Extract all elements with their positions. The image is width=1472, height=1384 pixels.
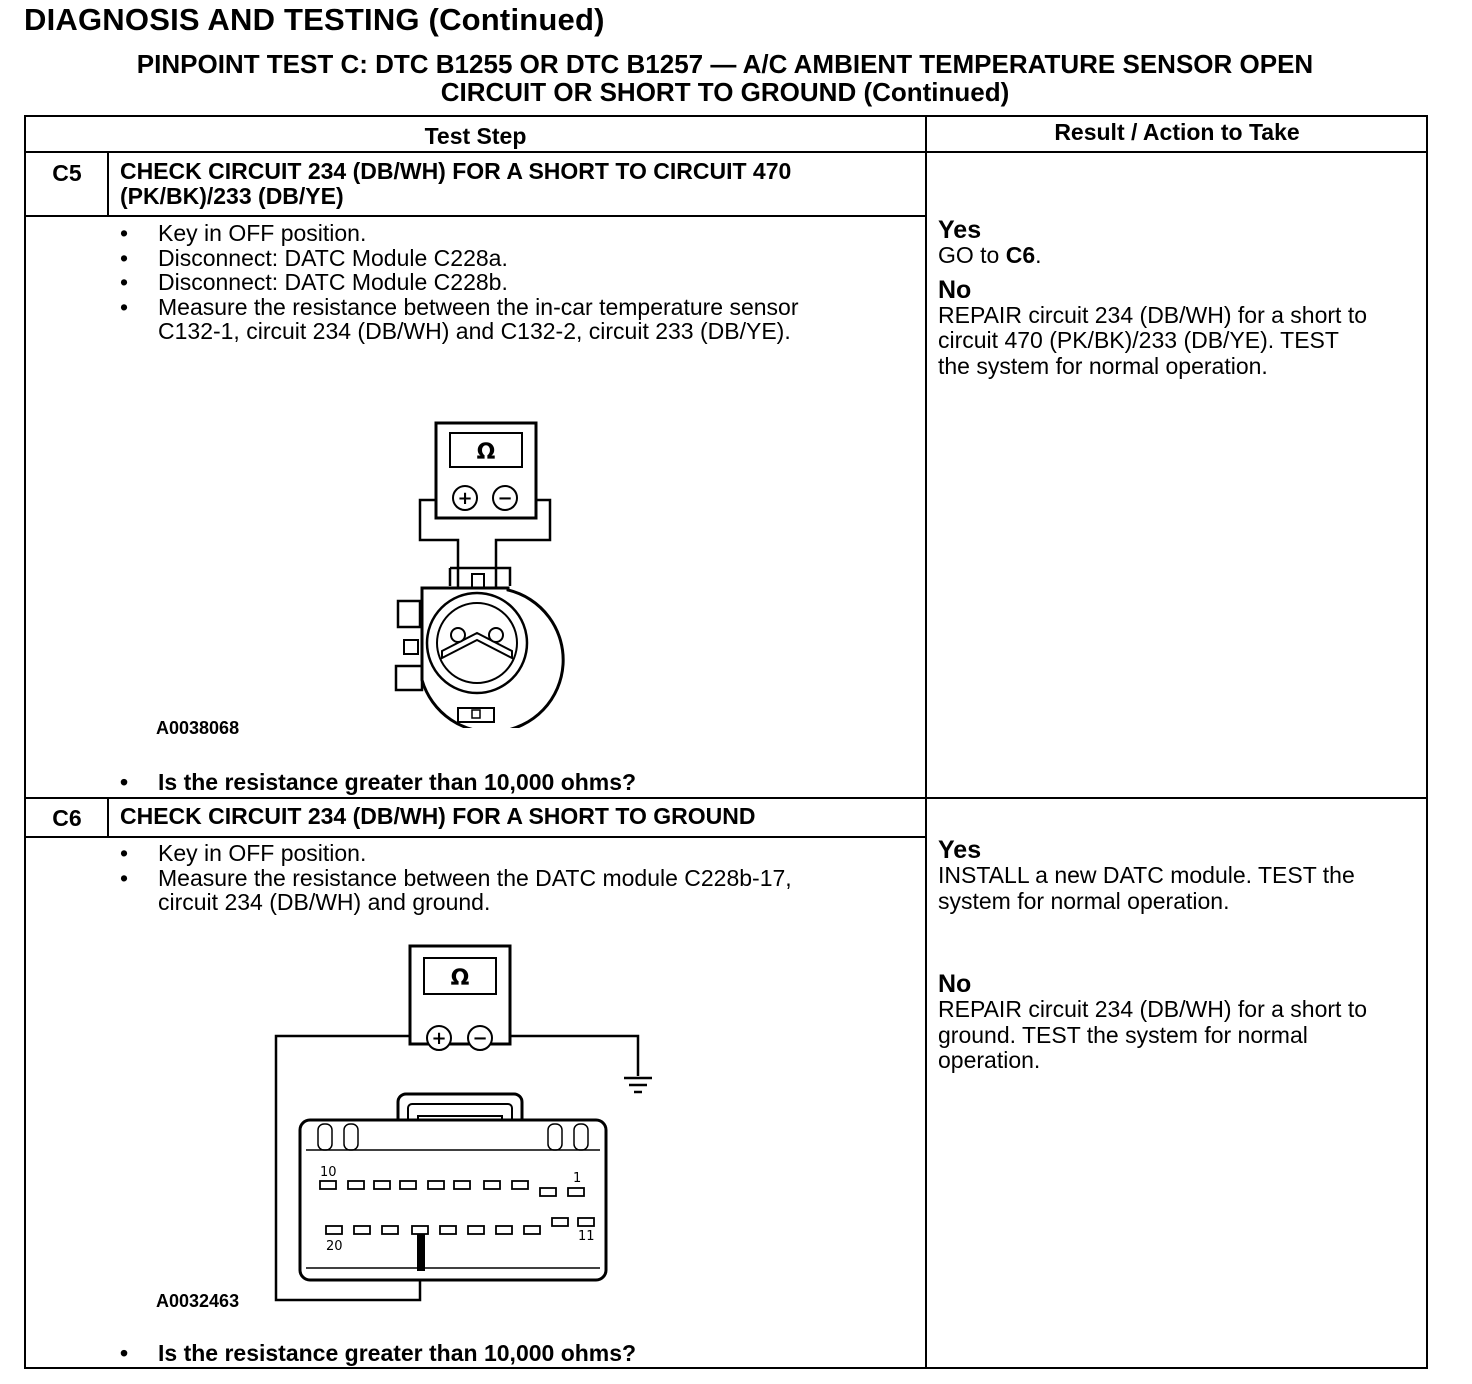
col-header-test-step: Test Step [424, 123, 527, 149]
c6-figure-id: A0032463 [156, 1291, 240, 1311]
probe-tip [417, 1234, 425, 1271]
plus-symbol: + [431, 1028, 446, 1049]
c5-bullet-3: Disconnect: DATC Module C228b. [120, 270, 910, 295]
c5-bullet-4-cont: C132-1, circuit 234 (DB/WH) and C132-2, … [158, 318, 791, 344]
pin-row-bottom [325, 1217, 595, 1235]
header-rule [24, 151, 1428, 153]
c6-question: Is the resistance greater than 10,000 oh… [120, 1340, 636, 1367]
c6-no-line-3: operation. [938, 1047, 1041, 1073]
c6-yes-line-1: INSTALL a new DATC module. TEST the [938, 862, 1355, 888]
c6-bullet-1: Key in OFF position. [120, 841, 910, 866]
pinpoint-test-table [24, 115, 1428, 1369]
c5-yes-action: GO to C6. [938, 242, 1428, 269]
datc-connector-body [298, 1118, 608, 1282]
sensor-face [425, 591, 529, 695]
step-id-c5: C5 [52, 160, 82, 186]
pin-label-20: 20 [326, 1239, 343, 1254]
pinpoint-title-line-2: CIRCUIT OR SHORT TO GROUND (Continued) [440, 77, 1010, 107]
c5-sensor-diagram: Ω + − [380, 418, 570, 728]
c5-title-rule [24, 215, 926, 217]
connector-lock-tab [471, 709, 481, 719]
minus-symbol: − [472, 1028, 487, 1049]
ohm-symbol: Ω [451, 966, 470, 991]
step-title-c5-line-1: CHECK CIRCUIT 234 (DB/WH) FOR A SHORT TO… [120, 158, 792, 184]
ground-icon [624, 1076, 652, 1094]
c6-yes-label: Yes [938, 836, 982, 864]
c5-no-line-1: REPAIR circuit 234 (DB/WH) for a short t… [938, 301, 1368, 328]
c6-title-rule [24, 836, 926, 838]
column-divider [925, 115, 927, 1369]
connector-slots [317, 1123, 589, 1151]
connector-latch [448, 566, 512, 586]
pin-label-1: 1 [573, 1171, 581, 1186]
c5-yes-label: Yes [938, 216, 982, 244]
c6-yes-line-2: system for normal operation. [938, 887, 1230, 914]
c5-no-line-3: the system for normal operation. [938, 352, 1268, 379]
sensor-inner [436, 602, 518, 684]
c5-yes-target: C6 [1005, 242, 1036, 268]
c5-yes-suffix: . [1035, 242, 1042, 268]
ohm-symbol: Ω [477, 440, 496, 465]
plus-symbol: + [457, 488, 472, 509]
minus-symbol: − [497, 488, 512, 509]
c6-module-diagram: Ω + − [268, 940, 658, 1310]
c6-bullet-2-cont: circuit 234 (DB/WH) and ground. [158, 889, 491, 915]
sensor-housing [420, 586, 565, 728]
c6-no-line-2: ground. TEST the system for normal [938, 1021, 1308, 1048]
c5-figure-id: A0038068 [156, 718, 240, 738]
step-title-c6: CHECK CIRCUIT 234 (DB/WH) FOR A SHORT TO… [120, 803, 756, 829]
lead-minus [510, 1034, 640, 1076]
c5-bullet-1: Key in OFF position. [120, 221, 910, 246]
c5-yes-prefix: GO to [938, 242, 1006, 268]
step-title-c5-line-2: (PK/BK)/233 (DB/YE) [120, 183, 344, 209]
c5-question: Is the resistance greater than 10,000 oh… [120, 769, 636, 796]
c6-result-yes: Yes INSTALL a new DATC module. TEST the … [938, 837, 1428, 914]
c6-result-no: No REPAIR circuit 234 (DB/WH) for a shor… [938, 971, 1428, 1074]
c6-no-label: No [938, 970, 972, 998]
pin-label-10: 10 [320, 1165, 337, 1180]
pinpoint-title-line-1: PINPOINT TEST C: DTC B1255 OR DTC B1257 … [136, 49, 1314, 79]
step-id-c6: C6 [52, 805, 82, 831]
pinpoint-test-title: PINPOINT TEST C: DTC B1255 OR DTC B1257 … [40, 50, 1410, 106]
connector-ear-top [396, 599, 422, 629]
sensor-key [441, 631, 513, 660]
step-id-divider-c6 [107, 798, 109, 838]
plus-terminal [426, 1025, 452, 1051]
c5-instructions: Key in OFF position. Disconnect: DATC Mo… [120, 221, 910, 344]
step-id-divider-c5 [107, 152, 109, 216]
c6-no-line-1: REPAIR circuit 234 (DB/WH) for a short t… [938, 996, 1368, 1022]
page-title: DIAGNOSIS AND TESTING (Continued) [24, 2, 605, 37]
sensor-pin-2 [488, 627, 504, 643]
col-header-result: Result / Action to Take [1054, 119, 1300, 145]
ohmmeter-display [423, 957, 497, 995]
ohmmeter-display [449, 432, 523, 468]
c5-bullet-2: Disconnect: DATC Module C228a. [120, 245, 910, 271]
minus-terminal [492, 485, 518, 511]
minus-terminal [467, 1025, 493, 1051]
c6-bullet-2: Measure the resistance between the DATC … [120, 865, 910, 891]
connector-ear-bottom [394, 664, 424, 692]
connector-ear-mid [403, 639, 419, 655]
pin-label-11: 11 [578, 1229, 595, 1244]
plus-terminal [452, 485, 478, 511]
pin-row-top [319, 1180, 585, 1197]
step-title-c5: CHECK CIRCUIT 234 (DB/WH) FOR A SHORT TO… [120, 159, 920, 209]
c5-bullet-4: Measure the resistance between the in-ca… [120, 294, 910, 320]
c5-no-line-2: circuit 470 (PK/BK)/233 (DB/YE). TEST [938, 327, 1339, 353]
c5-c6-separator [24, 797, 1428, 799]
sensor-pin-1 [450, 627, 466, 643]
c5-result: Yes GO to C6. No REPAIR circuit 234 (DB/… [938, 217, 1428, 379]
c5-no-label: No [938, 275, 972, 304]
lead-plus [418, 498, 460, 633]
c6-instructions: Key in OFF position. Measure the resista… [120, 841, 910, 915]
lead-minus [494, 498, 552, 633]
connector-tab [471, 573, 485, 589]
